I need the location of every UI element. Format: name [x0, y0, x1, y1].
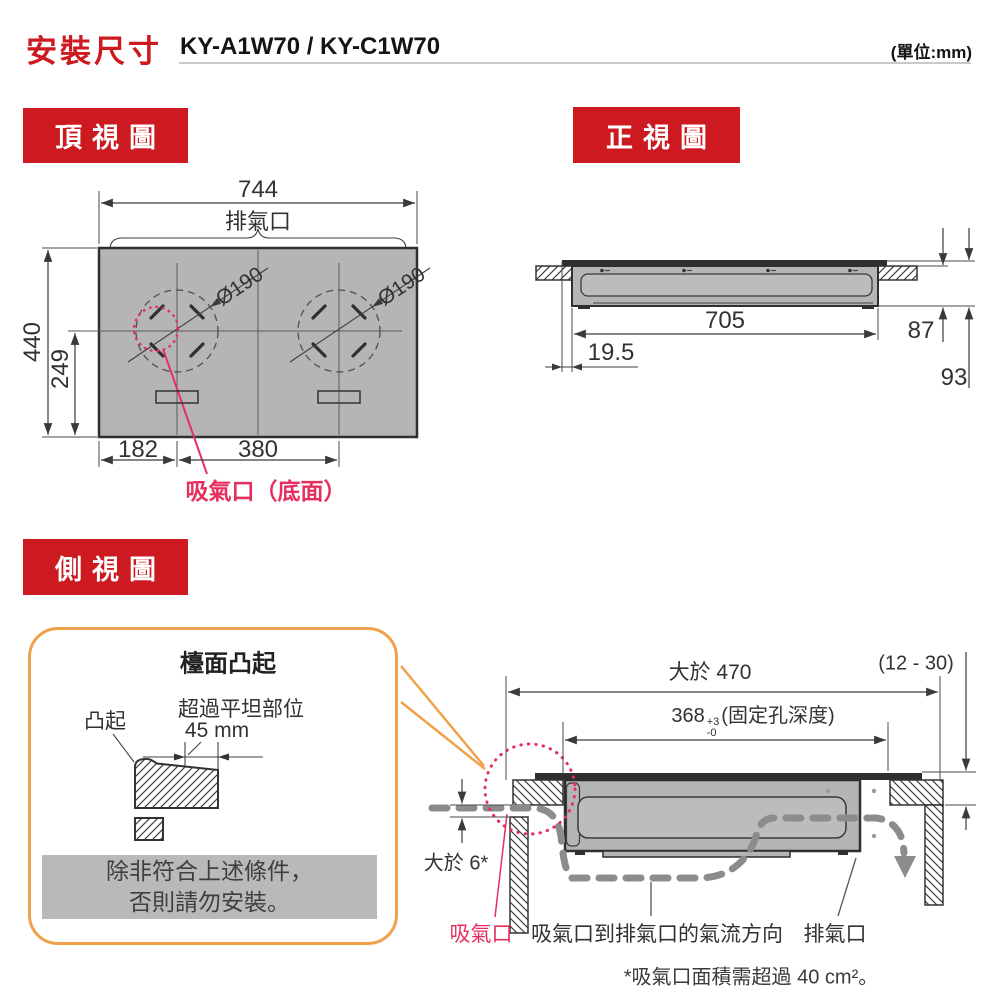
page-title: 安裝尺寸: [26, 34, 162, 69]
front-view-tag-label: 正視圖: [606, 122, 717, 153]
warning-line2: 否則請勿安裝。: [129, 889, 290, 915]
dim-19-5: 19.5: [587, 339, 635, 366]
glass-top-front: [562, 260, 887, 267]
side-view-tag: 側視圖: [23, 539, 188, 595]
unit-note: (單位:mm): [890, 43, 972, 62]
exhaust-label-leader: [837, 857, 857, 917]
counter-left-section: [535, 265, 573, 281]
airflow-direction-label: 吸氣口到排氣口的氣流方向: [531, 923, 783, 946]
model-numbers: KY-A1W70 / KY-C1W70: [180, 33, 441, 60]
warning-line1: 除非符合上述條件，: [106, 858, 313, 884]
exhaust-port-label-top: 排氣口: [224, 209, 292, 234]
dim-380: 380: [237, 436, 279, 463]
dim-93: 93: [940, 364, 968, 391]
body-front-inner-panel: [580, 273, 873, 297]
cabinet-wall-left: [509, 816, 529, 934]
cabinet-wall-right: [924, 804, 944, 906]
right-burner-diameter: Ø190: [373, 262, 430, 311]
left-burner-circle: [135, 289, 219, 373]
right-burner-circle: [297, 289, 381, 373]
hole-depth-note: (固定孔深度): [721, 705, 835, 727]
glass-top-side: [535, 773, 922, 780]
hole-depth-tol-plus: +3: [706, 716, 720, 728]
dim-hole-depth: 368+3-0 (固定孔深度): [671, 699, 834, 739]
install-warning-note: 除非符合上述條件， 否則請勿安裝。: [42, 855, 377, 919]
right-vent-slot: [317, 390, 361, 404]
left-vent-slot: [155, 390, 199, 404]
intake-leader-line: [162, 348, 208, 475]
counter-left-side: [512, 779, 564, 806]
body-side: [563, 778, 862, 853]
airflow-arrowhead: [894, 856, 916, 878]
body-front: [571, 265, 879, 307]
callout-pointer-lower: [400, 701, 486, 770]
dim-min-470: 大於 470: [668, 661, 752, 684]
intake-area-footnote: *吸氣口面積需超過 40 cm²。: [623, 966, 879, 989]
exhaust-label-side: 排氣口: [803, 923, 867, 946]
top-view-tag: 頂視圖: [23, 108, 188, 163]
intake-label-leader: [494, 813, 508, 918]
dim-744: 744: [237, 176, 279, 203]
header-rule: [179, 62, 971, 64]
callout-title: 檯面凸起: [180, 650, 276, 678]
dim-87: 87: [907, 317, 935, 344]
counter-right-side: [889, 779, 944, 806]
over-flat-line1: 超過平坦部位: [178, 698, 304, 721]
left-burner-diameter: Ø190: [211, 262, 268, 311]
dim-182: 182: [117, 436, 159, 463]
intake-label-side: 吸氣口: [449, 923, 513, 946]
dim-705: 705: [704, 307, 746, 334]
side-view-tag-label: 側視圖: [55, 554, 166, 585]
hole-depth-value: 368: [671, 705, 705, 727]
intake-gap-highlight-circle: [483, 742, 577, 836]
body-side-inner-panel: [577, 796, 847, 839]
top-view-tag-label: 頂視圖: [55, 123, 166, 153]
dim-min-gap: 大於 6*: [423, 852, 489, 875]
dim-249: 249: [47, 348, 74, 390]
airflow-path: [428, 804, 908, 882]
callout-pointer-upper: [400, 665, 485, 767]
dim-440: 440: [19, 321, 46, 363]
dim-counter-thickness: (12 - 30): [878, 652, 954, 675]
counter-right-section: [877, 265, 918, 281]
bump-label: 凸起: [84, 710, 126, 733]
front-view-tag: 正視圖: [573, 107, 740, 163]
intake-bottom-label: 吸氣口（底面）: [185, 478, 347, 504]
side-view-drawing: [400, 652, 976, 934]
hole-depth-tol-minus: -0: [706, 727, 717, 739]
intake-highlight-circle: [132, 305, 180, 353]
over-flat-line2: 45 mm: [184, 719, 250, 742]
